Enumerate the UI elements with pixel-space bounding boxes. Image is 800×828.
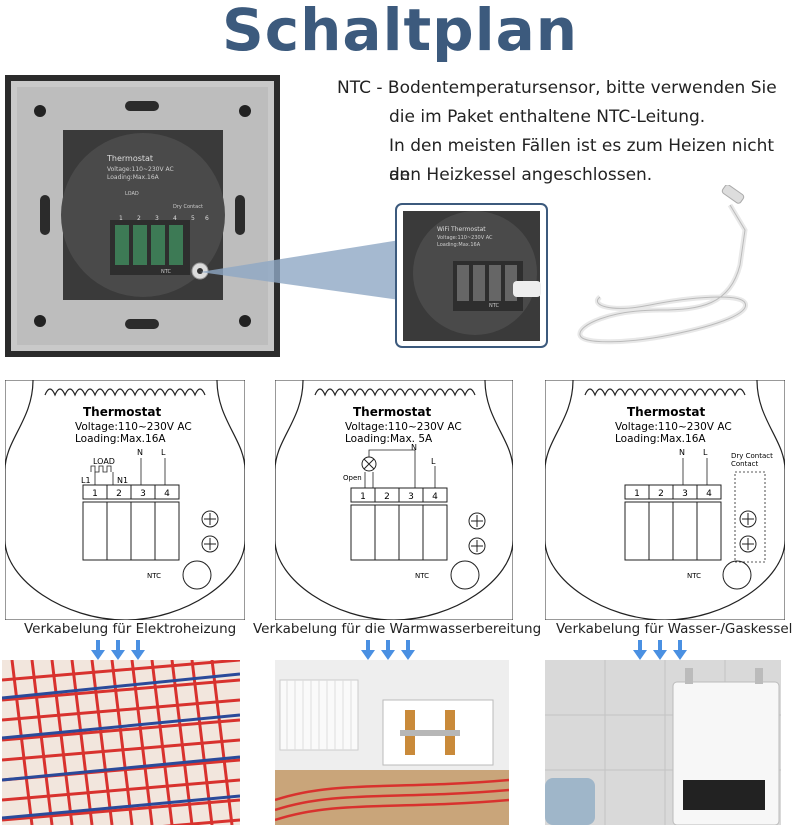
wiring-diagram-boiler: Thermostat Voltage:110~230V AC Loading:M… xyxy=(545,380,785,620)
diagram-2-l: L xyxy=(431,457,436,466)
zoom-loading: Loading:Max.16A xyxy=(437,242,481,248)
device-ntc: NTC xyxy=(161,269,172,275)
diagram-2-terminal: 1 xyxy=(360,492,366,502)
diagram-1-voltage: Voltage:110~230V AC xyxy=(75,421,192,433)
diagram-2-ntc: NTC xyxy=(415,572,429,580)
zoom-label: WiFi Thermostat xyxy=(437,226,486,233)
diagram-2-title: Thermostat xyxy=(353,405,432,419)
diagram-2-terminal: 3 xyxy=(408,492,414,502)
diagram-1-loading: Loading:Max.16A xyxy=(75,433,166,445)
wiring-diagram-electric: Thermostat Voltage:110~230V AC Loading:M… xyxy=(5,380,245,620)
diagram-2-terminal: 2 xyxy=(384,492,390,502)
zoom-photo: WiFi Thermostat Voltage:110~230V AC Load… xyxy=(395,203,548,348)
zoom-voltage: Voltage:110~230V AC xyxy=(437,235,493,241)
device-terminal: 6 xyxy=(205,215,209,222)
diagram-3-dry-contact-2: Contact xyxy=(731,460,758,468)
ntc-line-1: NTC - Bodentemperatursensor, bitte verwe… xyxy=(337,78,777,98)
diagram-2-terminal: 4 xyxy=(432,492,438,502)
device-terminal: 2 xyxy=(137,215,141,222)
diagram-3-dry-contact-1: Dry Contact xyxy=(731,452,773,460)
page-title: Schaltplan xyxy=(221,0,579,64)
heating-mat-photo xyxy=(2,660,240,825)
device-label: Thermostat xyxy=(106,154,153,163)
device-terminal: 4 xyxy=(173,215,177,222)
diagram-1-terminal: 3 xyxy=(140,489,146,499)
diagram-3-n: N xyxy=(679,448,685,457)
diagram-1-n: N xyxy=(137,448,143,457)
diagram-3-terminal: 4 xyxy=(706,489,712,499)
wiring-diagram-hot-water: Thermostat Voltage:110~230V AC Loading:M… xyxy=(275,380,513,620)
device-dry-contact: Dry Contact xyxy=(173,204,203,210)
diagram-1-l: L xyxy=(161,448,166,457)
device-voltage: Voltage:110~230V AC xyxy=(107,166,174,173)
diagram-2-n: N xyxy=(411,443,417,452)
diagram-3-terminal: 3 xyxy=(682,489,688,499)
ntc-line-2: die im Paket enthaltene NTC-Leitung. xyxy=(389,107,706,127)
ntc-line-3: In den meisten Fällen ist es zum Heizen … xyxy=(389,136,775,185)
diagram-3-ntc: NTC xyxy=(687,572,701,580)
diagram-3-title: Thermostat xyxy=(627,405,706,419)
device-load: LOAD xyxy=(125,191,139,197)
diagram-2-open: Open xyxy=(343,474,362,482)
diagram-1-load: LOAD xyxy=(93,457,115,466)
diagram-3-l: L xyxy=(703,448,708,457)
caption-hot-water: Verkabelung für die Warmwasserbereitung xyxy=(253,621,542,637)
device-terminal: 3 xyxy=(155,215,159,222)
zoom-ntc: NTC xyxy=(489,303,500,309)
diagram-3-terminal: 1 xyxy=(634,489,640,499)
ntc-cable-photo xyxy=(577,185,748,345)
diagram-1-ntc: NTC xyxy=(147,572,161,580)
caption-electric: Verkabelung für Elektroheizung xyxy=(24,621,237,637)
diagram-1-terminal: 4 xyxy=(164,489,170,499)
diagram-1-n1: N1 xyxy=(117,476,128,485)
ntc-line-4: den Heizkessel angeschlossen. xyxy=(389,165,653,185)
device-loading: Loading:Max.16A xyxy=(107,174,160,181)
zoom-beam xyxy=(200,240,400,300)
thermostat-back-photo: Thermostat Voltage:110~230V AC Loading:M… xyxy=(5,75,280,357)
diagram-3-voltage: Voltage:110~230V AC xyxy=(615,421,732,433)
diagram-2-voltage: Voltage:110~230V AC xyxy=(345,421,462,433)
diagram-1-l1: L1 xyxy=(81,476,91,485)
diagram-1-terminal: 2 xyxy=(116,489,122,499)
boiler-photo xyxy=(545,660,781,825)
diagram-2-loading: Loading:Max. 5A xyxy=(345,433,433,445)
diagram-1-terminal: 1 xyxy=(92,489,98,499)
diagram-3-loading: Loading:Max.16A xyxy=(615,433,706,445)
device-terminal: 1 xyxy=(119,215,123,222)
diagram-3-terminal: 2 xyxy=(658,489,664,499)
diagram-1-title: Thermostat xyxy=(83,405,162,419)
device-terminal: 5 xyxy=(191,215,195,222)
radiator-photo xyxy=(275,660,509,825)
caption-boiler: Verkabelung für Wasser-/Gaskessel xyxy=(556,621,793,637)
